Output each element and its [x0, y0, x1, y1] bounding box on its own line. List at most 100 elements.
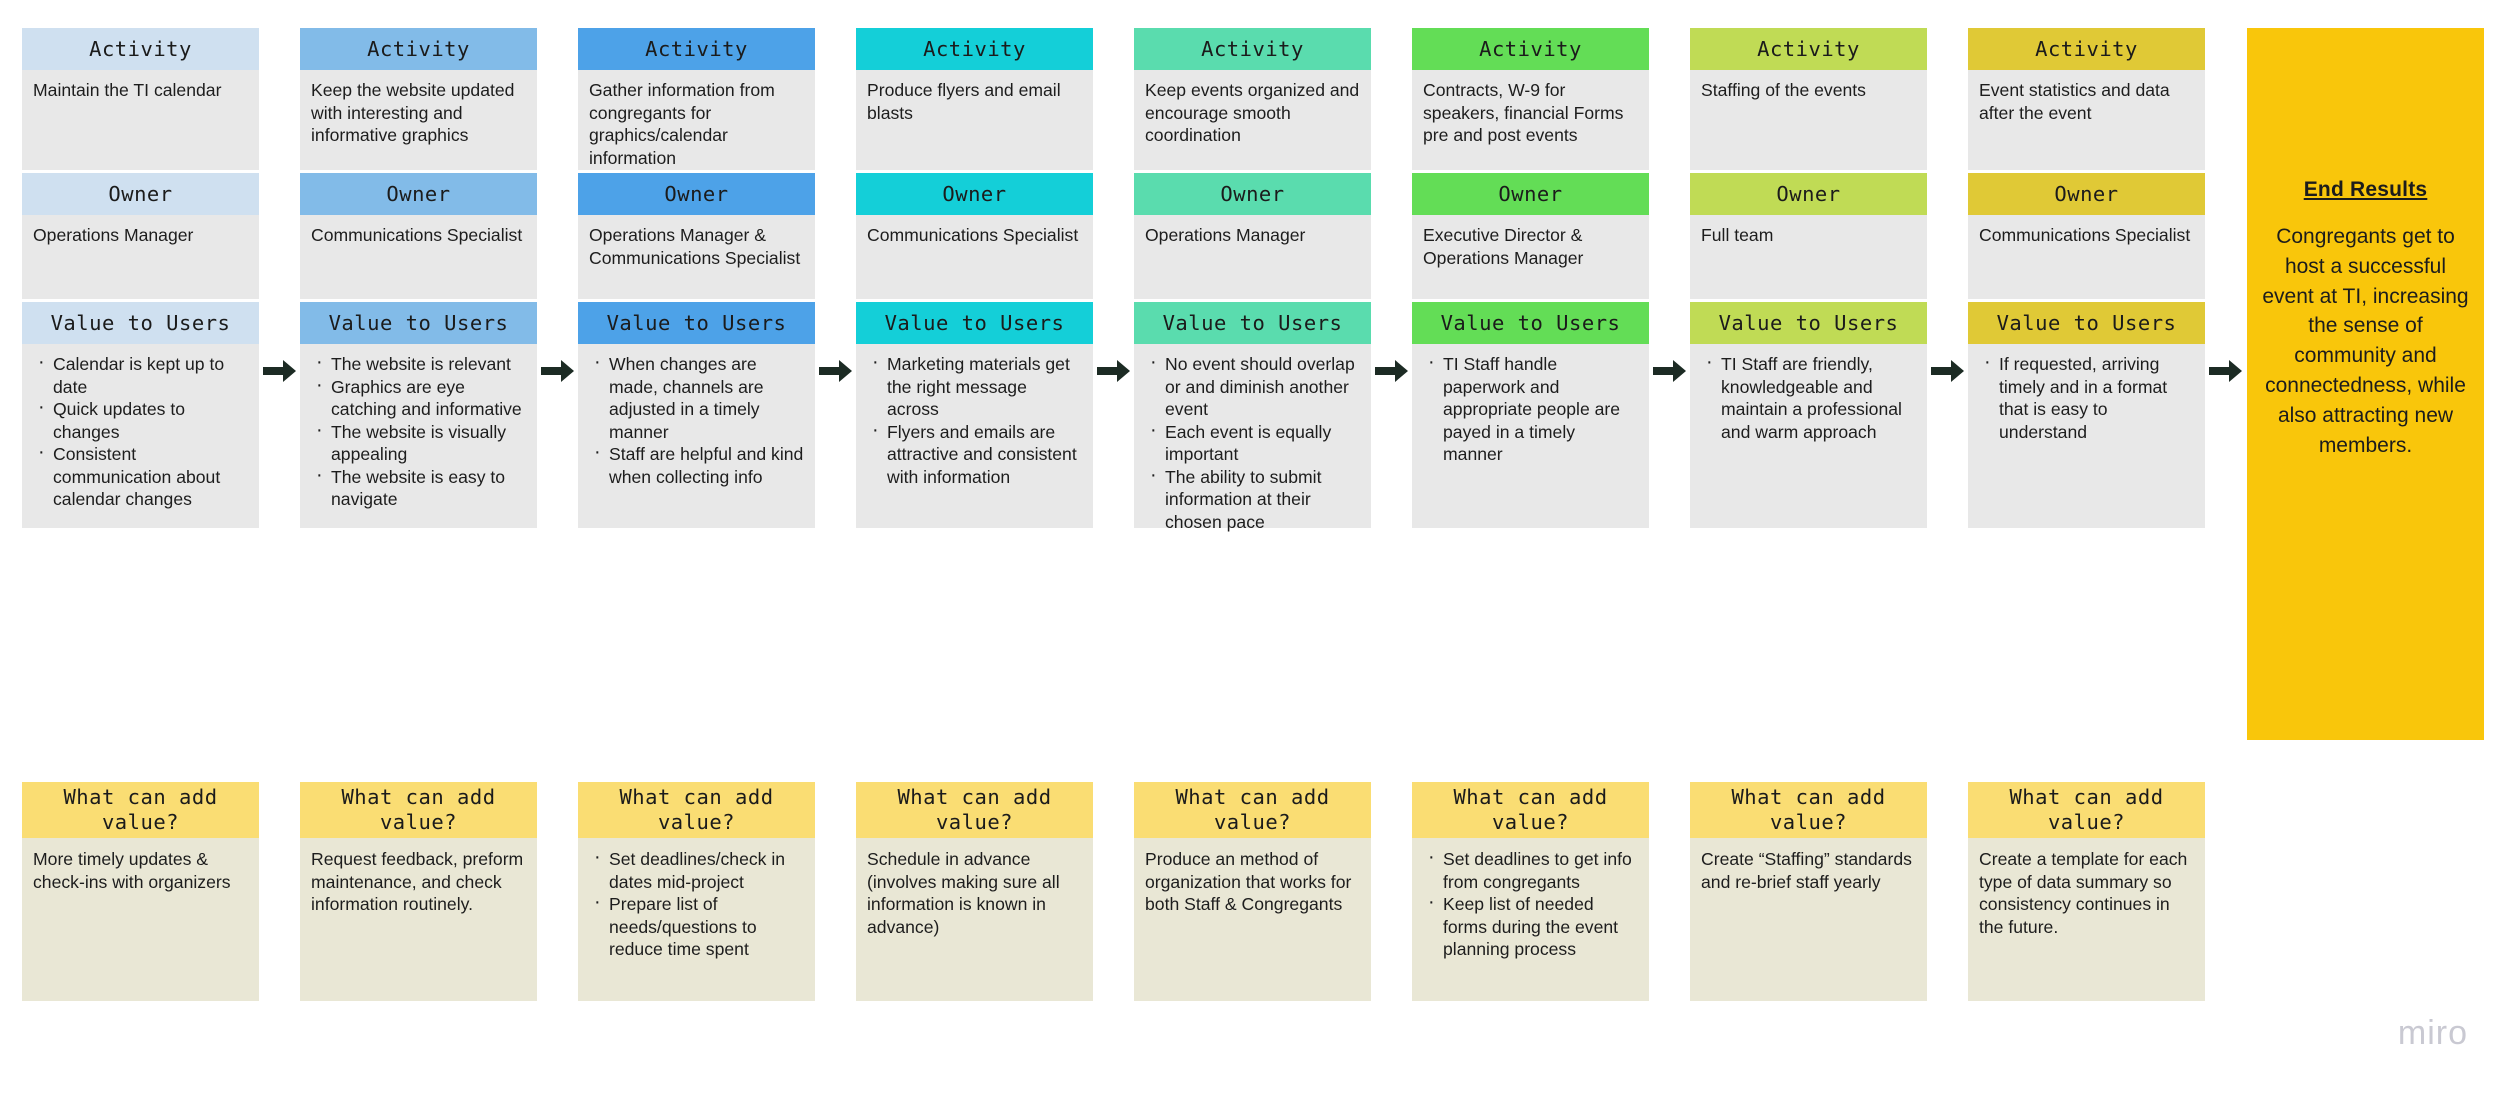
- flow-arrow-3: [815, 28, 856, 740]
- owner-description: Operations Manager & Communications Spec…: [578, 215, 815, 299]
- what-can-add-value-card-6[interactable]: What can add value? Set deadlines to get …: [1412, 782, 1649, 1001]
- value-to-users-content: No event should overlap or and diminish …: [1134, 344, 1371, 532]
- value-to-users-header: Value to Users: [1690, 302, 1927, 344]
- what-can-add-value-card-5[interactable]: What can add value?Produce an method of …: [1134, 782, 1371, 1001]
- divider: [856, 170, 1093, 173]
- activity-description: Produce flyers and email blasts: [856, 70, 1093, 170]
- what-can-add-value-card-8[interactable]: What can add value?Create a template for…: [1968, 782, 2205, 1001]
- what-can-add-value-body: Produce an method of organization that w…: [1134, 838, 1371, 1001]
- flow-arrow-4: [1093, 28, 1134, 740]
- end-results-text: Congregants get to host a successful eve…: [2262, 225, 2469, 457]
- list-item: Set deadlines/check in dates mid-project: [589, 845, 804, 893]
- owner-description: Executive Director & Operations Manager: [1412, 215, 1649, 299]
- end-results-card[interactable]: End Results Congregants get to host a su…: [2247, 28, 2484, 740]
- list-item: Marketing materials get the right messag…: [867, 350, 1082, 421]
- add-value-paragraph: Schedule in advance (involves making sur…: [867, 849, 1060, 937]
- list-item: When changes are made, channels are adju…: [589, 350, 804, 443]
- owner-description: Communications Specialist: [300, 215, 537, 299]
- miro-watermark: miro: [2397, 1014, 2468, 1052]
- what-can-add-value-card-4[interactable]: What can add value?Schedule in advance (…: [856, 782, 1093, 1001]
- activity-description: Keep events organized and encourage smoo…: [1134, 70, 1371, 170]
- list-item: Set deadlines to get info from congregan…: [1423, 845, 1638, 893]
- list-item: The ability to submit information at the…: [1145, 463, 1360, 534]
- list-item: Prepare list of needs/questions to reduc…: [589, 890, 804, 961]
- activity-description: Keep the website updated with interestin…: [300, 70, 537, 170]
- arrow-right-icon: [262, 358, 297, 384]
- value-bullet-list: TI Staff handle paperwork and appropriat…: [1423, 350, 1638, 466]
- add-value-paragraph: Produce an method of organization that w…: [1145, 849, 1352, 915]
- list-item: Staff are helpful and kind when collecti…: [589, 440, 804, 488]
- value-bullet-list: TI Staff are friendly, knowledgeable and…: [1701, 350, 1916, 443]
- what-can-add-value-header: What can add value?: [578, 782, 815, 838]
- activity-header: Activity: [1134, 28, 1371, 70]
- what-can-add-value-header: What can add value?: [300, 782, 537, 838]
- activity-header: Activity: [300, 28, 537, 70]
- arrow-right-icon: [1652, 358, 1687, 384]
- value-bullet-list: When changes are made, channels are adju…: [589, 350, 804, 488]
- what-can-add-value-body: More timely updates & check-ins with org…: [22, 838, 259, 1001]
- flow-arrow-2: [537, 28, 578, 740]
- divider: [22, 170, 259, 173]
- flow-arrow-5: [1371, 28, 1412, 740]
- add-value-paragraph: More timely updates & check-ins with org…: [33, 849, 231, 892]
- list-item: The website is visually appealing: [311, 418, 526, 466]
- owner-description: Communications Specialist: [856, 215, 1093, 299]
- divider: [300, 299, 537, 302]
- activity-header: Activity: [22, 28, 259, 70]
- owner-header: Owner: [578, 173, 815, 215]
- what-can-add-value-card-2[interactable]: What can add value?Request feedback, pre…: [300, 782, 537, 1001]
- divider: [1412, 299, 1649, 302]
- divider: [1412, 170, 1649, 173]
- flow-arrow-6: [1649, 28, 1690, 740]
- end-results-title: End Results: [2303, 178, 2428, 201]
- what-can-add-value-header: What can add value?: [1412, 782, 1649, 838]
- value-to-users-content: TI Staff handle paperwork and appropriat…: [1412, 344, 1649, 528]
- owner-description: Operations Manager: [22, 215, 259, 299]
- what-can-add-value-body: Create a template for each type of data …: [1968, 838, 2205, 1001]
- owner-description: Operations Manager: [1134, 215, 1371, 299]
- divider: [300, 170, 537, 173]
- divider: [1134, 299, 1371, 302]
- value-to-users-content: If requested, arriving timely and in a f…: [1968, 344, 2205, 528]
- flow-arrow-1: [259, 28, 300, 740]
- activity-description: Contracts, W-9 for speakers, financial F…: [1412, 70, 1649, 170]
- divider: [22, 299, 259, 302]
- owner-header: Owner: [300, 173, 537, 215]
- what-can-add-value-card-7[interactable]: What can add value?Create “Staffing” sta…: [1690, 782, 1927, 1001]
- list-item: No event should overlap or and diminish …: [1145, 350, 1360, 421]
- value-bullet-list: Marketing materials get the right messag…: [867, 350, 1082, 489]
- activity-header: Activity: [1412, 28, 1649, 70]
- owner-header: Owner: [856, 173, 1093, 215]
- divider: [1690, 170, 1927, 173]
- divider: [1134, 170, 1371, 173]
- divider: [578, 170, 815, 173]
- what-can-add-value-body: Set deadlines to get info from congregan…: [1412, 838, 1649, 1001]
- list-item: Each event is equally important: [1145, 418, 1360, 466]
- add-value-paragraph: Create “Staffing” standards and re-brief…: [1701, 849, 1912, 892]
- arrow-right-icon: [1096, 358, 1131, 384]
- what-can-add-value-body: Create “Staffing” standards and re-brief…: [1690, 838, 1927, 1001]
- divider: [1968, 170, 2205, 173]
- list-item: Calendar is kept up to date: [33, 350, 248, 398]
- value-to-users-header: Value to Users: [1968, 302, 2205, 344]
- activity-header: Activity: [856, 28, 1093, 70]
- list-item: Keep list of needed forms during the eve…: [1423, 890, 1638, 961]
- owner-header: Owner: [22, 173, 259, 215]
- what-can-add-value-card-1[interactable]: What can add value?More timely updates &…: [22, 782, 259, 1001]
- value-bullet-list: If requested, arriving timely and in a f…: [1979, 350, 2194, 443]
- list-item: If requested, arriving timely and in a f…: [1979, 350, 2194, 443]
- activity-header: Activity: [578, 28, 815, 70]
- what-can-add-value-card-3[interactable]: What can add value? Set deadlines/check i…: [578, 782, 815, 1001]
- activity-description: Event statistics and data after the even…: [1968, 70, 2205, 170]
- list-item: Flyers and emails are attractive and con…: [867, 418, 1082, 489]
